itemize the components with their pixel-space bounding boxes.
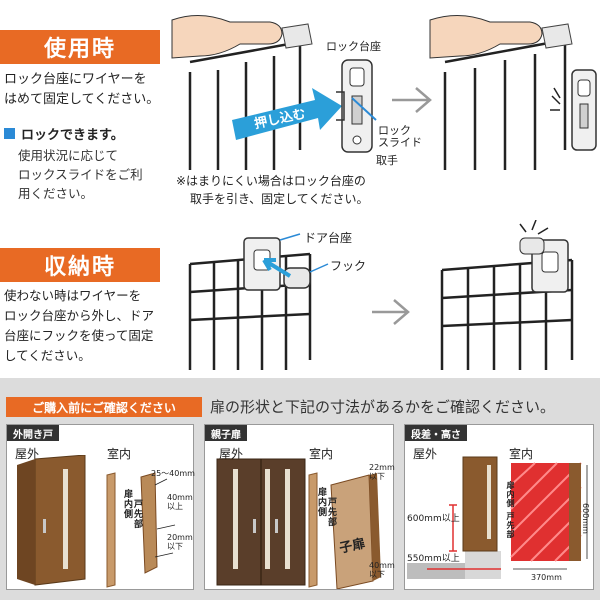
panel3-tag: 段差・高さ: [405, 425, 467, 441]
lock-subtext-2: ロックスライドをご利: [18, 167, 143, 182]
lock-subtext-1: 使用状況に応じて: [18, 148, 119, 163]
lock-subtext-3: 用ください。: [18, 186, 94, 201]
panel1-dim-bot2: 以下: [167, 542, 183, 551]
confirm-text: 扉の形状と下記の寸法があるかをご確認ください。: [210, 398, 556, 416]
fence-wire-left: [188, 40, 302, 170]
panel2-door-illustration: [216, 458, 381, 589]
storage-text-1: 使わない時はワイヤーを: [4, 288, 142, 303]
lock-base-right-icon: [571, 69, 597, 151]
pointer-line: [351, 97, 377, 121]
panel1-dim-mid: 40mm 以上: [167, 493, 193, 511]
storage-text-4: してください。: [4, 348, 91, 363]
label-hook: フック: [330, 259, 367, 273]
confirm-tag: ご購入前にご確認ください: [6, 397, 202, 417]
panel2-vert-label: 扉内側: [315, 487, 328, 517]
door-base-icon: [243, 237, 281, 291]
panel2-vert1: 扉内側: [316, 487, 326, 517]
usage-note-1: ※はまりにくい場合はロック台座の: [176, 174, 366, 188]
hand-right-icon: [429, 15, 543, 59]
hand-icon: [171, 15, 283, 59]
label-handle: 取手: [376, 154, 398, 167]
panel1-dim-bot1: 20mm: [167, 533, 193, 542]
usage-illustration: 押し込む: [171, 15, 597, 170]
usage-text-line1: ロック台座にワイヤーを: [4, 72, 147, 87]
panel3-dim-600: 600mm: [581, 503, 590, 534]
fence-wire-right: [443, 38, 567, 170]
panel-outward-door: 外開き戸 屋外 室内 扉内側 戸先部 25〜40mm 40mm 以上 20mm …: [6, 424, 195, 590]
storage-text-2: ロック台座から外し、ドア: [4, 308, 155, 323]
storage-illustration: [188, 220, 574, 370]
panel1-dim-mid1: 40mm: [167, 493, 193, 502]
storage-text: 使わない時はワイヤーを ロック台座から外し、ドア 台座にフックを使って固定 して…: [4, 286, 154, 366]
usage-text-line2: はめて固定してください。: [4, 92, 160, 107]
lock-clip-icon: [281, 23, 313, 49]
lock-base-icon: [336, 59, 373, 153]
panel2-vert-label2: 戸先部: [325, 497, 338, 527]
usage-banner: 使用時: [0, 30, 160, 64]
label-door-base: ドア台座: [304, 231, 353, 245]
hook-icon: [283, 267, 311, 289]
panel1-tag: 外開き戸: [7, 425, 59, 441]
panel2-vert2: 戸先部: [326, 497, 336, 527]
panel1-door-illustration: [17, 455, 176, 588]
lock-clip-right-icon: [541, 23, 573, 49]
click-mark-icon: [550, 87, 561, 111]
panel3-dim-width: 550mm以上: [407, 554, 460, 564]
panel3-dim-370: 370mm: [531, 573, 562, 582]
label-lock-slide-1: ロック: [378, 124, 411, 137]
panel2-dim-top2: 以下: [369, 472, 385, 481]
storage-banner: 収納時: [0, 248, 160, 282]
push-arrow-icon: [232, 88, 342, 140]
panel1-dim-top: 25〜40mm: [151, 469, 195, 478]
panel1-dim-bot: 20mm 以下: [167, 533, 193, 551]
panel3-dim-height: 600mm以上: [407, 514, 460, 524]
storage-text-3: 台座にフックを使って固定: [4, 328, 154, 343]
panel2-dim-bot1: 40mm: [369, 561, 395, 570]
panel2-outdoor: 屋外: [219, 447, 244, 461]
panel1-vert-label: 扉内側: [121, 489, 134, 519]
blue-square-icon: [4, 128, 15, 139]
panel1-vert1: 扉内側: [122, 489, 132, 519]
lock-title-text: ロックできます。: [21, 128, 124, 143]
panel2-indoor: 室内: [309, 447, 334, 461]
panel1-outdoor: 屋外: [15, 447, 40, 461]
label-lock-slide: ロック スライド: [378, 125, 422, 149]
panel2-dim-top1: 22mm: [369, 463, 395, 472]
panel-step-height: 段差・高さ 屋外 室内 600mm以上 550mm以上 扉内側 戸先部 600m…: [404, 424, 594, 590]
panel1-indoor: 室内: [107, 447, 132, 461]
next-arrow2-icon: [372, 299, 410, 325]
fence-grid-right: [440, 258, 574, 370]
panel2-tag: 親子扉: [205, 425, 247, 441]
label-lock-base: ロック台座: [326, 40, 381, 53]
usage-text: ロック台座にワイヤーを はめて固定してください。: [4, 70, 159, 110]
hook-arrow-icon: [262, 258, 292, 278]
usage-note: ※はまりにくい場合はロック台座の 取手を引き、固定してください。: [176, 172, 368, 208]
panel2-dim-top: 22mm 以下: [369, 463, 395, 481]
pointer-hook: [309, 263, 329, 273]
panel3-outdoor: 屋外: [413, 447, 438, 461]
panel1-dim-mid2: 以上: [167, 502, 183, 511]
click-mark2-icon: [519, 220, 549, 235]
door-base-right-icon: [519, 237, 569, 293]
pointer-door-base: [279, 233, 301, 241]
lock-title: ロックできます。: [4, 124, 124, 143]
panel2-dim-bot: 40mm 以下: [369, 561, 395, 579]
panel1-vert2: 戸先部: [132, 499, 142, 529]
panel3-vert-label: 扉内側 戸先部: [506, 481, 515, 539]
panel-double-door: 親子扉 屋外 室内 扉内側 戸先部 子扉 22mm 以下 40mm 以下: [204, 424, 395, 590]
panel3-indoor: 室内: [509, 447, 534, 461]
usage-note-2: 取手を引き、固定してください。: [190, 192, 369, 206]
panel3-illustration: [407, 456, 588, 579]
panel2-dim-bot2: 以下: [369, 570, 385, 579]
panel1-vert-label2: 戸先部: [131, 499, 144, 529]
next-arrow-icon: [392, 87, 432, 113]
label-lock-slide-2: スライド: [378, 136, 422, 149]
lock-subtext: 使用状況に応じて ロックスライドをご利 用ください。: [18, 146, 143, 203]
